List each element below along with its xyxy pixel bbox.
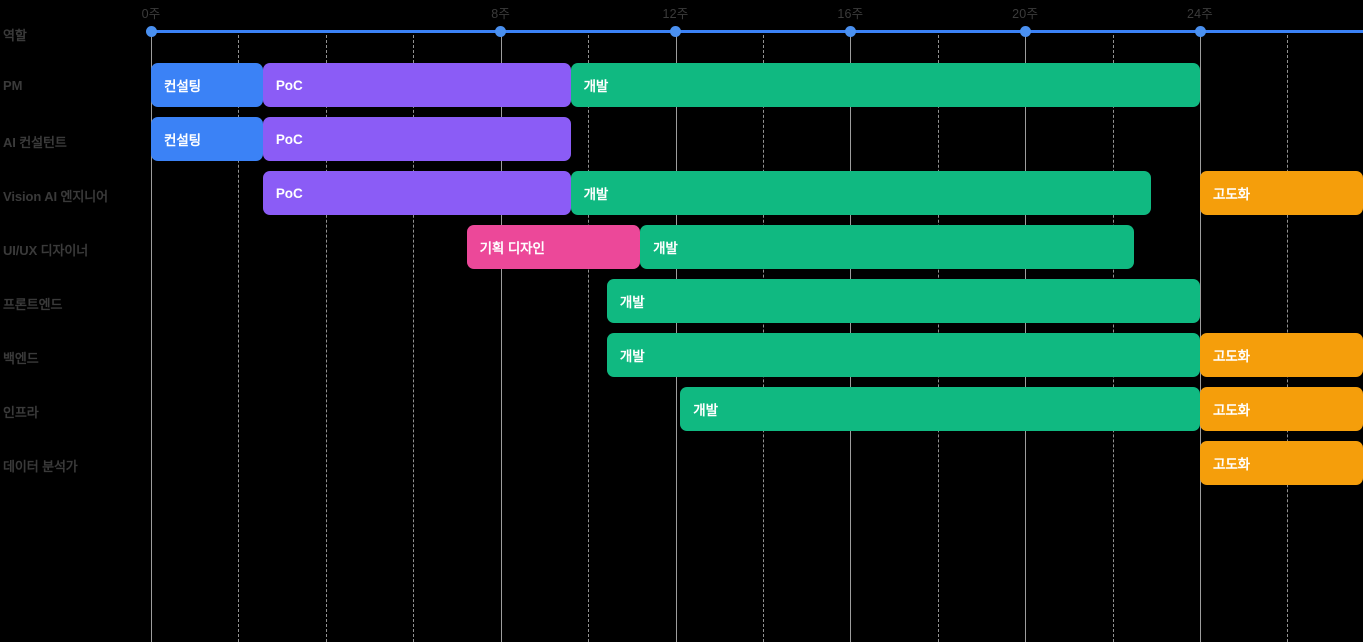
axis-milestone-dot[interactable] [495,26,507,37]
gantt-bar-label: PoC [275,131,303,147]
gantt-bar-label: 기획 디자인 [479,241,545,256]
row-label: 프론트엔드 [3,297,63,312]
axis-tick-label: 20주 [1012,7,1039,21]
axis-milestone-dot[interactable] [844,26,856,37]
gantt-bar-label: PoC [275,77,303,93]
gantt-bar[interactable]: 컨설팅 [151,117,263,161]
gantt-bar-label: 개발 [619,349,645,364]
gantt-bar-label: 고도화 [1213,349,1250,364]
gantt-bar[interactable]: 기획 디자인 [466,225,641,269]
row-label: AI 컨설턴트 [3,135,67,150]
timeline-axis [151,30,1363,33]
gantt-bar[interactable]: 개발 [606,279,1200,323]
gantt-bar-label: 고도화 [1213,403,1250,418]
gridline-minor [413,30,415,642]
row-label: 인프라 [3,405,39,420]
gantt-bar[interactable]: 고도화 [1200,387,1363,431]
axis-milestone-dot[interactable] [145,26,157,37]
gantt-bar[interactable]: PoC [262,63,571,107]
gantt-bar-label: 개발 [619,295,645,310]
gantt-bar-label: 고도화 [1213,457,1250,472]
gantt-bar[interactable]: PoC [262,117,571,161]
gantt-bar-label: 개발 [583,79,609,94]
gantt-bar-label: 컨설팅 [164,79,201,94]
gantt-bar[interactable]: 개발 [570,171,1152,215]
axis-tick-label: 24주 [1186,7,1214,21]
gantt-bar[interactable]: 고도화 [1200,441,1363,485]
axis-tick-label: 0주 [141,7,161,21]
row-header-label: 역할 [3,28,27,43]
gantt-bar[interactable]: 개발 [606,333,1200,377]
axis-tick-label: 16주 [837,7,864,21]
gantt-bar[interactable]: 고도화 [1200,333,1363,377]
gridline-minor [238,30,240,642]
gantt-bar[interactable]: PoC [262,171,571,215]
axis-tick-label: 8주 [491,7,511,21]
gantt-bar[interactable]: 컨설팅 [151,63,263,107]
gantt-bar-label: 컨설팅 [164,133,201,148]
gantt-bar-label: PoC [275,185,303,201]
gantt-bar-label: 고도화 [1213,187,1250,202]
gridline-minor [588,30,590,642]
row-label: 백엔드 [3,351,39,366]
gantt-bar[interactable]: 개발 [570,63,1200,107]
row-label: UI/UX 디자이너 [3,243,89,258]
gantt-bar-label: 개발 [693,403,718,418]
gantt-bar[interactable]: 고도화 [1200,171,1363,215]
gantt-bar-label: 개발 [583,187,609,202]
axis-tick-label: 12주 [662,7,689,21]
axis-milestone-dot[interactable] [670,26,681,37]
gridline-major [151,30,152,642]
gantt-bar[interactable]: 개발 [640,225,1134,269]
row-label: Vision AI 엔지니어 [3,189,108,204]
axis-milestone-dot[interactable] [1019,26,1031,37]
row-label: PM [3,78,23,93]
gridline-major [500,30,502,642]
gridline-minor [325,30,327,642]
row-label: 데이터 분석가 [3,459,78,474]
gantt-bar[interactable]: 개발 [680,387,1200,431]
gantt-bar-label: 개발 [653,241,678,256]
axis-milestone-dot[interactable] [1194,26,1206,37]
